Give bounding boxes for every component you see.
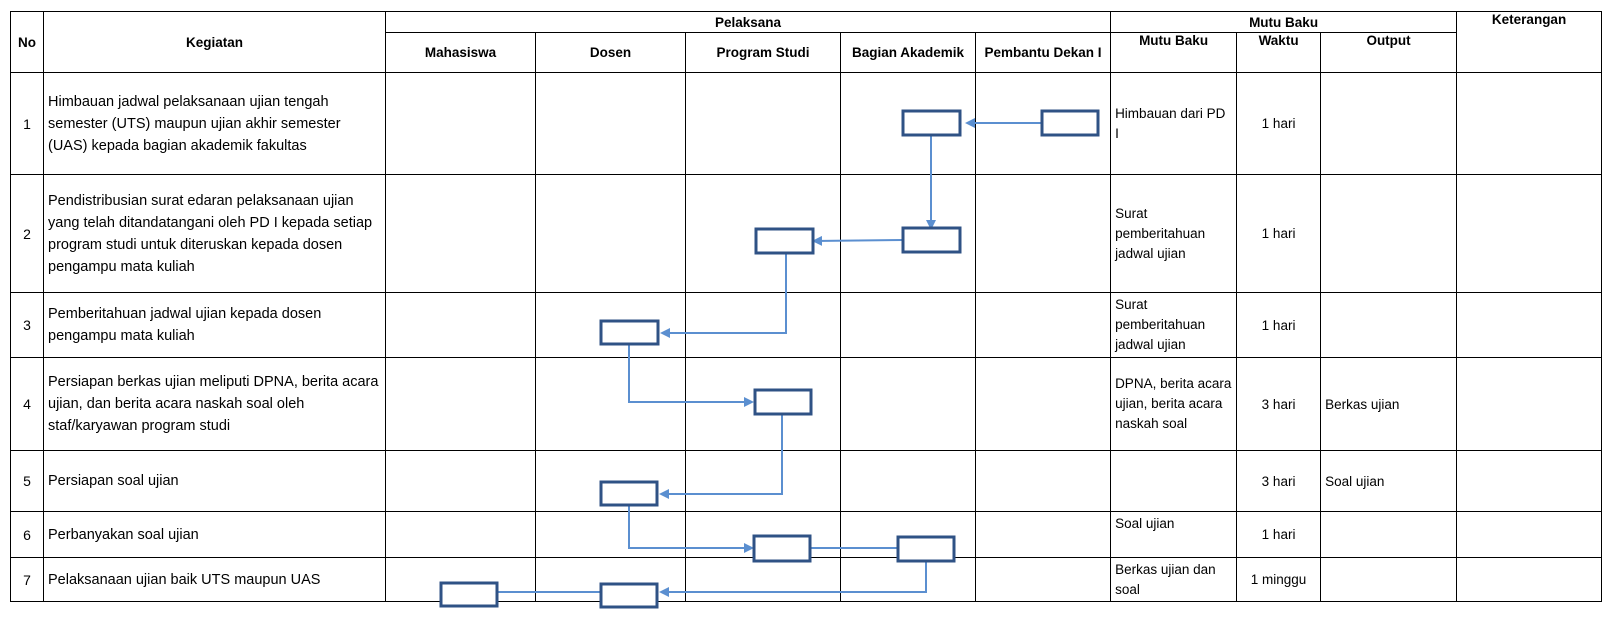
header-mutu-baku-group: Mutu Baku (1110, 11, 1458, 33)
output-cell (1320, 72, 1458, 175)
header-mahasiswa: Mahasiswa (385, 32, 536, 73)
mutu-baku-cell: Surat pemberitahuan jadwal ujian (1110, 174, 1238, 293)
waktu-cell: 3 hari (1236, 450, 1322, 512)
row-number: 5 (10, 450, 44, 512)
lane-cell (385, 450, 536, 512)
lane-cell (974, 292, 1112, 358)
lane-cell (974, 357, 1112, 451)
output-cell (1320, 557, 1458, 602)
output-cell: Soal ujian (1320, 450, 1458, 512)
lane-cell (840, 292, 976, 358)
activity-text: Persiapan berkas ujian meliputi DPNA, be… (43, 357, 386, 451)
lane-cell (840, 557, 976, 602)
lane-cell (840, 357, 976, 451)
table-row: 1 Himbauan jadwal pelaksanaan ujian teng… (10, 72, 1603, 175)
keterangan-cell (1456, 557, 1603, 602)
table-row: 4 Persiapan berkas ujian meliputi DPNA, … (10, 357, 1603, 451)
mutu-baku-cell: Berkas ujian dan soal (1110, 557, 1238, 602)
lane-cell (385, 557, 536, 602)
header-waktu: Waktu (1236, 32, 1322, 73)
lane-cell (535, 72, 686, 175)
keterangan-cell (1456, 72, 1603, 175)
output-cell (1320, 174, 1458, 293)
mutu-baku-cell: Surat pemberitahuan jadwal ujian (1110, 292, 1238, 358)
lane-cell (535, 511, 686, 558)
keterangan-cell (1456, 511, 1603, 558)
waktu-cell: 1 hari (1236, 174, 1322, 293)
waktu-cell: 1 hari (1236, 72, 1322, 175)
header-pembantu-dekan: Pembantu Dekan I (974, 32, 1112, 73)
lane-cell (535, 357, 686, 451)
lane-cell (840, 511, 976, 558)
lane-cell (535, 174, 686, 293)
activity-text: Pendistribusian surat edaran pelaksanaan… (43, 174, 386, 293)
row-number: 3 (10, 292, 44, 358)
table-row: 2 Pendistribusian surat edaran pelaksana… (10, 174, 1603, 293)
lane-cell (974, 72, 1112, 175)
mutu-baku-cell: Himbauan dari PD I (1110, 72, 1238, 175)
activity-text: Himbauan jadwal pelaksanaan ujian tengah… (43, 72, 386, 175)
header-keterangan: Keterangan (1456, 11, 1603, 73)
header-kegiatan: Kegiatan (43, 11, 386, 73)
row-number: 6 (10, 511, 44, 558)
lane-cell (840, 174, 976, 293)
lane-cell (685, 72, 841, 175)
output-cell: Berkas ujian (1320, 357, 1458, 451)
header-dosen: Dosen (535, 32, 686, 73)
header-pelaksana: Pelaksana (384, 11, 1112, 33)
lane-cell (685, 511, 841, 558)
mutu-baku-cell: DPNA, berita acara ujian, berita acara n… (1110, 357, 1238, 451)
lane-cell (685, 292, 841, 358)
lane-cell (685, 450, 841, 512)
lane-cell (385, 292, 536, 358)
lane-cell (840, 72, 976, 175)
lane-cell (974, 557, 1112, 602)
waktu-cell: 3 hari (1236, 357, 1322, 451)
keterangan-cell (1456, 174, 1603, 293)
mutu-baku-cell: Soal ujian (1110, 511, 1238, 558)
waktu-cell: 1 hari (1236, 511, 1322, 558)
header-bagian-akademik: Bagian Akademik (840, 32, 976, 73)
header-output: Output (1320, 32, 1458, 73)
lane-cell (385, 357, 536, 451)
keterangan-cell (1456, 292, 1603, 358)
waktu-cell: 1 hari (1236, 292, 1322, 358)
lane-cell (385, 174, 536, 293)
output-cell (1320, 292, 1458, 358)
lane-cell (840, 450, 976, 512)
row-number: 4 (10, 357, 44, 451)
header-program-studi: Program Studi (685, 32, 841, 73)
table-row: 5 Persiapan soal ujian 3 hari Soal ujian (10, 450, 1603, 512)
activity-text: Pelaksanaan ujian baik UTS maupun UAS (43, 557, 386, 602)
header-mutu-baku: Mutu Baku (1110, 32, 1238, 73)
row-number: 2 (10, 174, 44, 293)
lane-cell (685, 557, 841, 602)
table-row: 7 Pelaksanaan ujian baik UTS maupun UAS … (10, 557, 1603, 602)
table-row: 3 Pemberitahuan jadwal ujian kepada dose… (10, 292, 1603, 358)
activity-text: Perbanyakan soal ujian (43, 511, 386, 558)
lane-cell (535, 450, 686, 512)
mutu-baku-cell (1110, 450, 1238, 512)
keterangan-cell (1456, 450, 1603, 512)
lane-cell (974, 511, 1112, 558)
lane-cell (535, 292, 686, 358)
table-row: 6 Perbanyakan soal ujian Soal ujian 1 ha… (10, 511, 1603, 558)
lane-cell (974, 450, 1112, 512)
waktu-cell: 1 minggu (1236, 557, 1322, 602)
activity-text: Pemberitahuan jadwal ujian kepada dosen … (43, 292, 386, 358)
lane-cell (385, 72, 536, 175)
sop-table: No Kegiatan Pelaksana Mutu Baku Keterang… (10, 11, 1603, 602)
lane-cell (685, 174, 841, 293)
lane-cell (974, 174, 1112, 293)
lane-cell (685, 357, 841, 451)
lane-cell (385, 511, 536, 558)
lane-cell (535, 557, 686, 602)
output-cell (1320, 511, 1458, 558)
row-number: 7 (10, 557, 44, 602)
header-no: No (10, 11, 44, 73)
activity-text: Persiapan soal ujian (43, 450, 386, 512)
keterangan-cell (1456, 357, 1603, 451)
row-number: 1 (10, 72, 44, 175)
